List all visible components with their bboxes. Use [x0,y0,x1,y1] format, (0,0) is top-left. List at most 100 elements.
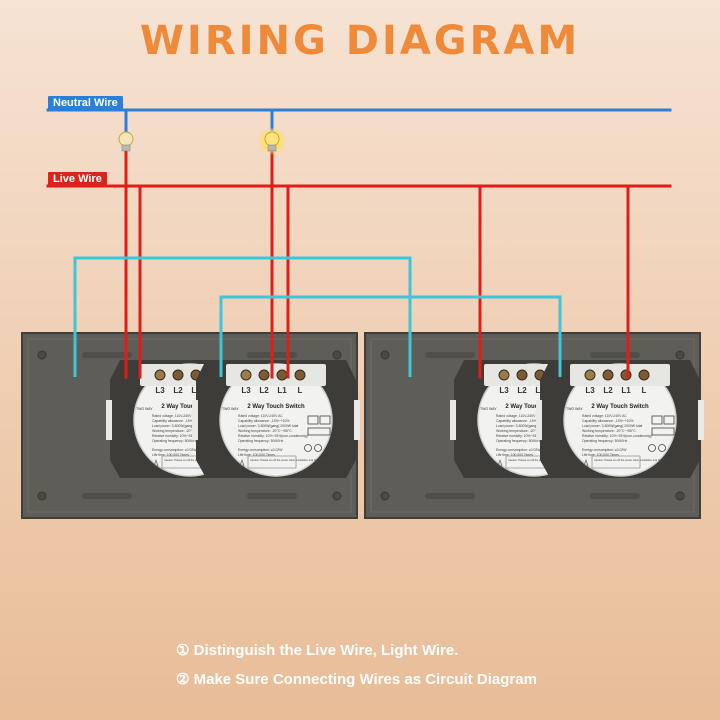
cert-mark-icon [651,427,675,436]
spec-line: Working temperature: -20°C~+55°C [238,429,292,433]
spec-line: Load power: 3-800W(gang),2000W total [496,424,557,428]
mounting-slot [590,352,640,358]
terminal-label: L2 [173,386,183,395]
spec-line: Life time: 100,000 Times [238,453,275,457]
screw-hole [675,491,685,501]
mounting-slot [590,493,640,499]
bulbs [118,127,286,155]
spec-line: Working temperature: -20°C~+55°C [496,429,550,433]
panel-details [37,350,685,501]
warning-icon [239,459,245,467]
neutral-wire-label: Neutral Wire [48,96,123,110]
spec-line: Energy consumption: ≤0.02W [238,448,283,452]
spec-line: Operating frequency: 50/60Hz [238,439,284,443]
bulb-base [121,144,131,152]
spec-line: Working temperature: -20°C~+55°C [582,429,636,433]
note-connect-wires: ② Make Sure Connecting Wires as Circuit … [176,671,537,688]
switch-name: 2 Way Touch Switch [247,404,305,410]
terminal-block [570,364,670,386]
screw-hole [380,350,390,360]
terminal-label: L [642,386,647,395]
cert-mark-icon [663,415,675,425]
side-clip [192,400,198,440]
spec-line: Rated voltage: 110V-240V AC [238,414,283,418]
mounting-slot [82,352,132,358]
side-clip [106,400,112,440]
cert-mark-icon [307,415,319,425]
caution-text: Caution: Please cut off the power when i… [250,458,330,462]
terminal-screw [294,369,306,381]
terminal-screw [276,369,288,381]
side-clip [536,400,542,440]
terminal-screw [498,369,510,381]
spec-line: Rated voltage: 110V-240V AC [152,414,197,418]
spec-line: Capability allowance: -15%~+10% [238,419,289,423]
spec-line: Rated voltage: 110V-240V AC [582,414,627,418]
brand-label: TWO WAY [480,407,497,411]
caution-box [247,455,297,469]
cert-mark-icon [314,444,322,452]
brand-label: TWO WAY [136,407,153,411]
page-title: WIRING DIAGRAM [139,18,581,64]
spec-line: Operating frequency: 50/60Hz [152,439,198,443]
spec-line: Capability allowance: -15%~+10% [582,419,633,423]
warning-icon [583,459,589,467]
spec-line: Relative humidity: 10%~93%(non-condensin… [496,434,566,438]
terminal-label: L1 [621,386,631,395]
spec-line: Load power: 3-800W(gang),2000W total [238,424,299,428]
terminal-screw [638,369,650,381]
terminal-label: L3 [241,386,251,395]
spec-line: Load power: 3-800W(gang),2000W total [152,424,213,428]
spec-line: Energy consumption: ≤0.02W [582,448,627,452]
spec-line: Operating frequency: 50/60Hz [496,439,542,443]
spec-line: Operating frequency: 50/60Hz [582,439,628,443]
caution-box [591,455,641,469]
mounting-slot [82,493,132,499]
screw-hole [332,491,342,501]
cert-mark-icon [319,415,331,425]
terminal-label: L2 [259,386,269,395]
brand-label: TWO WAY [566,407,583,411]
bulb-glass [264,131,280,147]
screw-hole [37,491,47,501]
spec-line: Relative humidity: 10%~93%(non-condensin… [152,434,222,438]
warning-icon [153,459,159,467]
terminal-label: L [298,386,303,395]
terminal-label: L2 [603,386,613,395]
spec-line: Rated voltage: 110V-240V AC [496,414,541,418]
cert-mark-icon [651,415,663,425]
cert-mark-icon [307,427,331,436]
screw-hole [332,350,342,360]
bulb-icon [118,131,134,152]
side-clip [698,400,704,440]
switch-name: 2 Way Touch Switch [505,404,563,410]
screw-hole [675,350,685,360]
spec-line: Relative humidity: 10%~93%(non-condensin… [582,434,652,438]
terminal-label: L3 [585,386,595,395]
cert-mark-icon [648,444,656,452]
brand-label: TWO WAY [222,407,239,411]
terminal-screw [584,369,596,381]
terminal-label: L3 [155,386,165,395]
spec-line: Energy consumption: ≤0.02W [152,448,197,452]
cert-mark-icon [658,444,666,452]
screw-hole [380,491,390,501]
bulb-base [267,144,277,152]
mounting-slot [247,493,297,499]
terminal-screw [516,369,528,381]
terminal-label: L1 [277,386,287,395]
note-distinguish-wires: ① Distinguish the Live Wire, Light Wire. [176,642,459,659]
spec-line: Life time: 100,000 Times [582,453,619,457]
switch-name: 2 Way Touch Switch [591,404,649,410]
spec-line: Energy consumption: ≤0.02W [496,448,541,452]
terminal-block [226,364,326,386]
switch-name: 2 Way Touch Switch [161,404,219,410]
live-wire-label: Live Wire [48,172,107,186]
spec-line: Relative humidity: 10%~93%(non-condensin… [238,434,308,438]
side-clip [450,400,456,440]
terminal-screw [240,369,252,381]
cert-mark-icon [304,444,312,452]
